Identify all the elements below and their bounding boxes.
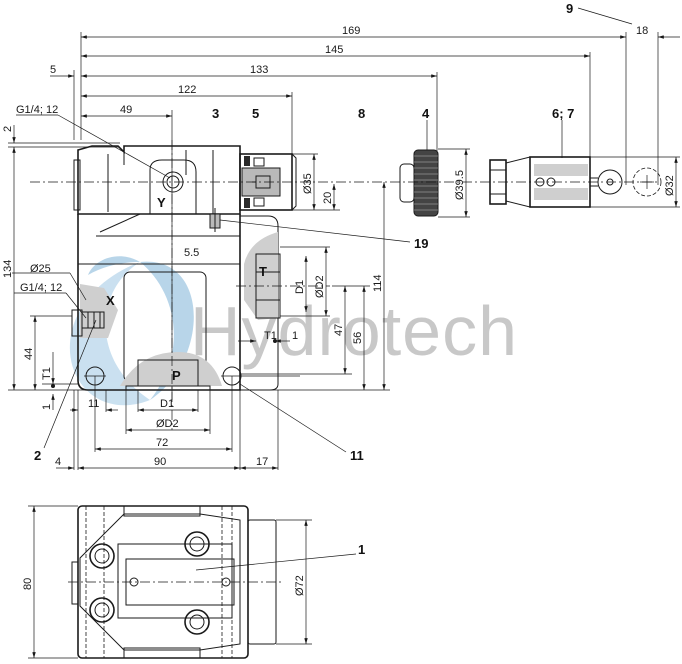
dim-g14-side: G1/4; 12 (20, 282, 62, 294)
item-label-2: 2 (34, 448, 41, 463)
dim-169: 169 (342, 25, 360, 37)
dim-dd2-t: ØD2 (314, 275, 326, 298)
dim-1-right: 1 (292, 330, 298, 342)
dim-11: 11 (88, 398, 99, 410)
dim-2: 2 (2, 126, 14, 132)
item-label-19: 19 (414, 236, 428, 251)
dim-g14-top: G1/4; 12 (16, 104, 58, 116)
left-dimensions (12, 272, 347, 470)
dim-134: 134 (2, 260, 14, 278)
item-label-6-7: 6; 7 (552, 106, 574, 121)
dim-44: 44 (23, 348, 35, 360)
port-label-t: T (259, 264, 267, 279)
dim-56: 56 (352, 332, 364, 344)
port-label-x: X (106, 293, 115, 308)
dim-5-5: 5.5 (184, 247, 199, 259)
right-dimensions (219, 182, 411, 390)
dim-d1-p: D1 (160, 398, 174, 410)
dim-d39-5: Ø39.5 (454, 170, 466, 200)
dim-17: 17 (256, 456, 268, 468)
item-label-1: 1 (358, 542, 365, 557)
dim-1-left: 1 (41, 404, 53, 410)
dim-20: 20 (322, 192, 334, 204)
watermark-text: Hydrotech (190, 292, 518, 370)
dim-d32: Ø32 (664, 175, 676, 196)
dim-145: 145 (325, 44, 343, 56)
item-label-9: 9 (566, 1, 573, 16)
dim-dd2-p: ØD2 (156, 418, 179, 430)
dim-80: 80 (22, 578, 34, 590)
lockable-knob-items-6-7-9 (390, 120, 680, 208)
dim-133: 133 (250, 64, 268, 76)
item-label-4: 4 (422, 106, 430, 121)
valve-body-side-view (30, 140, 390, 430)
dim-d72: Ø72 (294, 575, 306, 596)
item-label-3: 3 (212, 106, 219, 121)
item-label-8: 8 (358, 106, 365, 121)
dim-t1-right: T1 (264, 330, 277, 342)
dim-d1-t: D1 (294, 280, 306, 294)
item-label-11: 11 (350, 448, 364, 463)
dim-4: 4 (55, 456, 61, 468)
top-dimensions (8, 7, 680, 400)
valve-bottom-view (28, 505, 357, 659)
dim-47: 47 (333, 324, 345, 336)
dim-90: 90 (154, 456, 166, 468)
port-label-y: Y (157, 195, 166, 210)
dim-18: 18 (636, 25, 648, 37)
dim-72: 72 (156, 437, 168, 449)
dim-49: 49 (120, 104, 132, 116)
port-label-p: P (172, 368, 181, 383)
dim-122: 122 (178, 84, 196, 96)
dim-d35: Ø35 (302, 173, 314, 194)
dim-d25: Ø25 (30, 263, 51, 275)
handwheel-item-4 (399, 120, 470, 218)
item-label-5: 5 (252, 106, 259, 121)
bolt-heads (89, 531, 210, 635)
dim-t1-left: T1 (41, 367, 53, 380)
dim-5: 5 (50, 64, 56, 76)
dim-114: 114 (372, 274, 384, 292)
